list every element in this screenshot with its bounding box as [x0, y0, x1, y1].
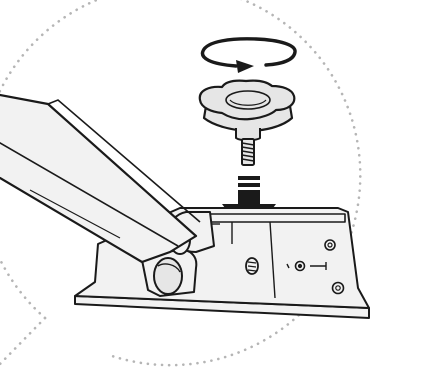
monitor-arm	[0, 94, 200, 262]
rotate-clockwise-arrow-icon	[202, 39, 295, 73]
star-knob-icon	[200, 81, 295, 165]
